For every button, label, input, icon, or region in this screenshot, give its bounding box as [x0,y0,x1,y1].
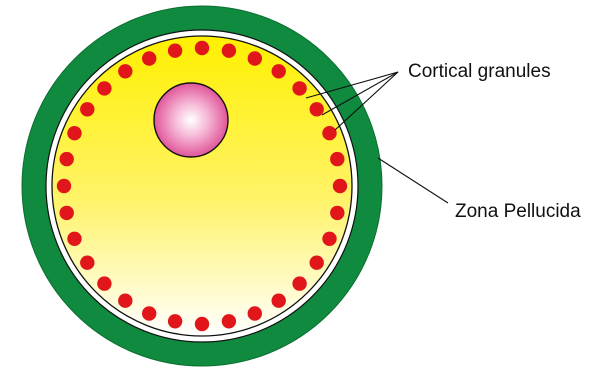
cortical-granule [59,206,73,220]
cortical-granule [292,81,306,95]
cortical-granule [168,314,182,328]
cortical-granule [97,276,111,290]
cortical-granule [272,294,286,308]
cortical-granule [248,51,262,65]
cortical-granule [248,306,262,320]
cortical-granule [67,232,81,246]
cortical-granules-label: Cortical granules [408,61,551,82]
cortical-granule [142,306,156,320]
cortical-granule [272,64,286,78]
cortical-granule [310,102,324,116]
cortical-granule [80,102,94,116]
zona-pellucida-leader [378,158,448,203]
cortical-granule [118,294,132,308]
cortical-granule [322,126,336,140]
nucleus [154,83,228,157]
cortical-granule [168,44,182,58]
cortical-granule [222,44,236,58]
cortical-granule [310,256,324,270]
cortical-granule [97,81,111,95]
cortical-granule [330,206,344,220]
cortical-granule [195,317,209,331]
zona-pellucida-label: Zona Pellucida [455,201,581,222]
cortical-granule [222,314,236,328]
cortical-granule [322,232,336,246]
cortical-granule [80,256,94,270]
cortical-granule [330,152,344,166]
cortical-granule [118,64,132,78]
cortical-granule [292,276,306,290]
cortical-granule [67,126,81,140]
cortical-granule [59,152,73,166]
cytoplasm [52,36,352,336]
cortical-granule [57,179,71,193]
cortical-granule [142,51,156,65]
cortical-granule [195,41,209,55]
cortical-granule [333,179,347,193]
